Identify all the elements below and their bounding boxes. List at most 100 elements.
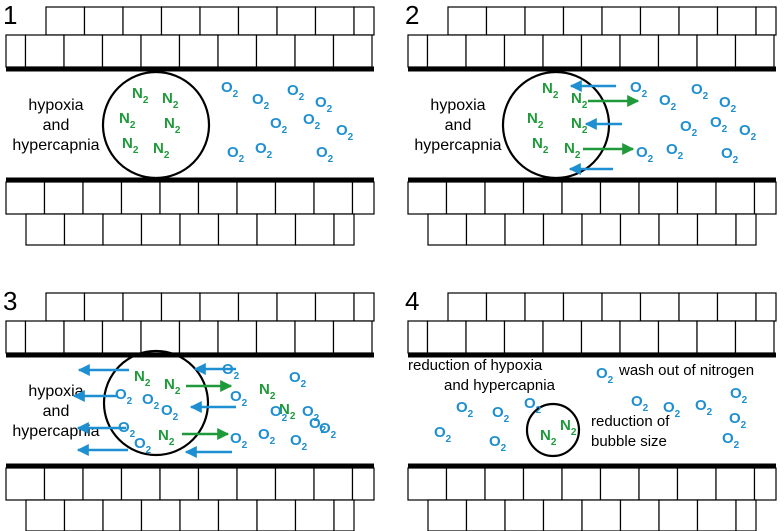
- wall-brick: [580, 34, 621, 68]
- wall-brick: [580, 320, 621, 354]
- wall-brick: [581, 213, 622, 246]
- wall-brick: [676, 181, 717, 215]
- oxygen-molecule: O2: [290, 432, 308, 453]
- wall-brick: [101, 320, 142, 354]
- wall-brick: [43, 181, 84, 215]
- wall-brick: [465, 499, 506, 531]
- wall-brick: [159, 181, 200, 215]
- wall-brick: [25, 213, 66, 246]
- wall-brick: [696, 34, 737, 68]
- wall-brick: [24, 320, 65, 354]
- wall-brick: [678, 292, 719, 322]
- wall-brick: [332, 320, 373, 354]
- wall-brick: [755, 292, 777, 322]
- panel-label: hypercapnia: [414, 137, 501, 154]
- wall-brick: [140, 320, 181, 354]
- oxygen-molecule: O2: [492, 404, 510, 425]
- nitrogen-molecule: N2: [571, 115, 588, 136]
- wall-brick: [5, 320, 27, 354]
- wall-brick: [542, 499, 583, 531]
- oxygen-molecule: O2: [710, 114, 728, 135]
- wall-brick: [407, 320, 429, 354]
- wall-brick: [638, 467, 679, 501]
- wall-brick: [5, 181, 46, 215]
- oxygen-molecule: O2: [316, 144, 334, 165]
- wall-brick: [122, 292, 163, 322]
- wall-brick: [465, 213, 506, 246]
- nitrogen-molecule: N2: [259, 381, 276, 402]
- nitrogen-molecule: N2: [560, 417, 577, 438]
- wall-brick: [256, 499, 297, 531]
- wall-brick: [45, 292, 86, 322]
- nitrogen-molecule: N2: [119, 110, 136, 131]
- wall-brick: [294, 499, 335, 531]
- wall-brick: [485, 292, 526, 322]
- nitrogen-molecule: N2: [564, 140, 581, 161]
- oxygen-molecule: O2: [255, 140, 273, 161]
- wall-brick: [217, 499, 258, 531]
- oxygen-molecule: O2: [596, 365, 614, 386]
- wall-brick: [120, 181, 161, 215]
- wall-brick: [715, 181, 756, 215]
- wall-brick: [657, 34, 698, 68]
- wall-brick: [542, 320, 583, 354]
- oxygen-molecule: O2: [691, 81, 709, 102]
- wall-brick: [734, 320, 775, 354]
- wall-brick: [236, 181, 277, 215]
- wall-brick: [581, 499, 622, 531]
- wall-brick: [638, 181, 679, 215]
- nitrogen-molecule: N2: [153, 140, 170, 161]
- oxygen-molecule: O2: [289, 369, 307, 390]
- wall-brick: [140, 34, 181, 68]
- oxygen-molecule: O2: [222, 361, 240, 382]
- nitrogen-molecule: N2: [162, 90, 179, 111]
- wall-brick: [314, 292, 355, 322]
- oxygen-molecule: O2: [319, 420, 337, 441]
- wall-brick: [179, 213, 220, 246]
- oxygen-molecule: O2: [287, 82, 305, 103]
- panel-3: 3hypoxiaandhypercapniaN2N2N2N2N2O2O2O2O2…: [3, 286, 375, 531]
- wall-brick: [524, 292, 565, 322]
- wall-brick: [465, 34, 506, 68]
- wall-brick: [294, 213, 335, 246]
- wall-brick: [5, 467, 46, 501]
- panel-label: reduction of hypoxia: [408, 357, 543, 374]
- oxygen-molecule: O2: [721, 145, 739, 166]
- panel-label: hypercapnia: [12, 137, 99, 154]
- panel-label: hypoxia: [28, 97, 83, 114]
- wall-brick: [522, 467, 563, 501]
- wall-brick: [236, 467, 277, 501]
- panel-number: 1: [3, 0, 17, 30]
- oxygen-molecule: O2: [227, 144, 245, 165]
- nitrogen-molecule: N2: [132, 85, 149, 106]
- wall-brick: [294, 34, 335, 68]
- wall-brick: [294, 320, 335, 354]
- wall-brick: [657, 320, 698, 354]
- panel-number: 4: [405, 286, 419, 316]
- wall-brick: [562, 6, 603, 36]
- oxygen-molecule: O2: [739, 122, 757, 143]
- wall-brick: [639, 292, 680, 322]
- oxygen-molecule: O2: [456, 399, 474, 420]
- wall-brick: [427, 213, 468, 246]
- oxygen-molecule: O2: [336, 122, 354, 143]
- wall-brick: [83, 292, 124, 322]
- wall-brick: [426, 34, 467, 68]
- wall-brick: [619, 34, 660, 68]
- wall-brick: [658, 213, 699, 246]
- wall-brick: [561, 181, 602, 215]
- wall-brick: [484, 467, 525, 501]
- oxygen-molecule: O2: [302, 403, 320, 424]
- wall-brick: [445, 181, 486, 215]
- oxygen-molecule: O2: [680, 118, 698, 139]
- wall-brick: [601, 6, 642, 36]
- wall-brick: [217, 34, 258, 68]
- oxygen-molecule: O2: [303, 111, 321, 132]
- oxygen-molecule: O2: [631, 393, 649, 414]
- wall-brick: [407, 181, 448, 215]
- wall-brick: [542, 213, 583, 246]
- wall-brick: [178, 34, 219, 68]
- wall-brick: [447, 292, 488, 322]
